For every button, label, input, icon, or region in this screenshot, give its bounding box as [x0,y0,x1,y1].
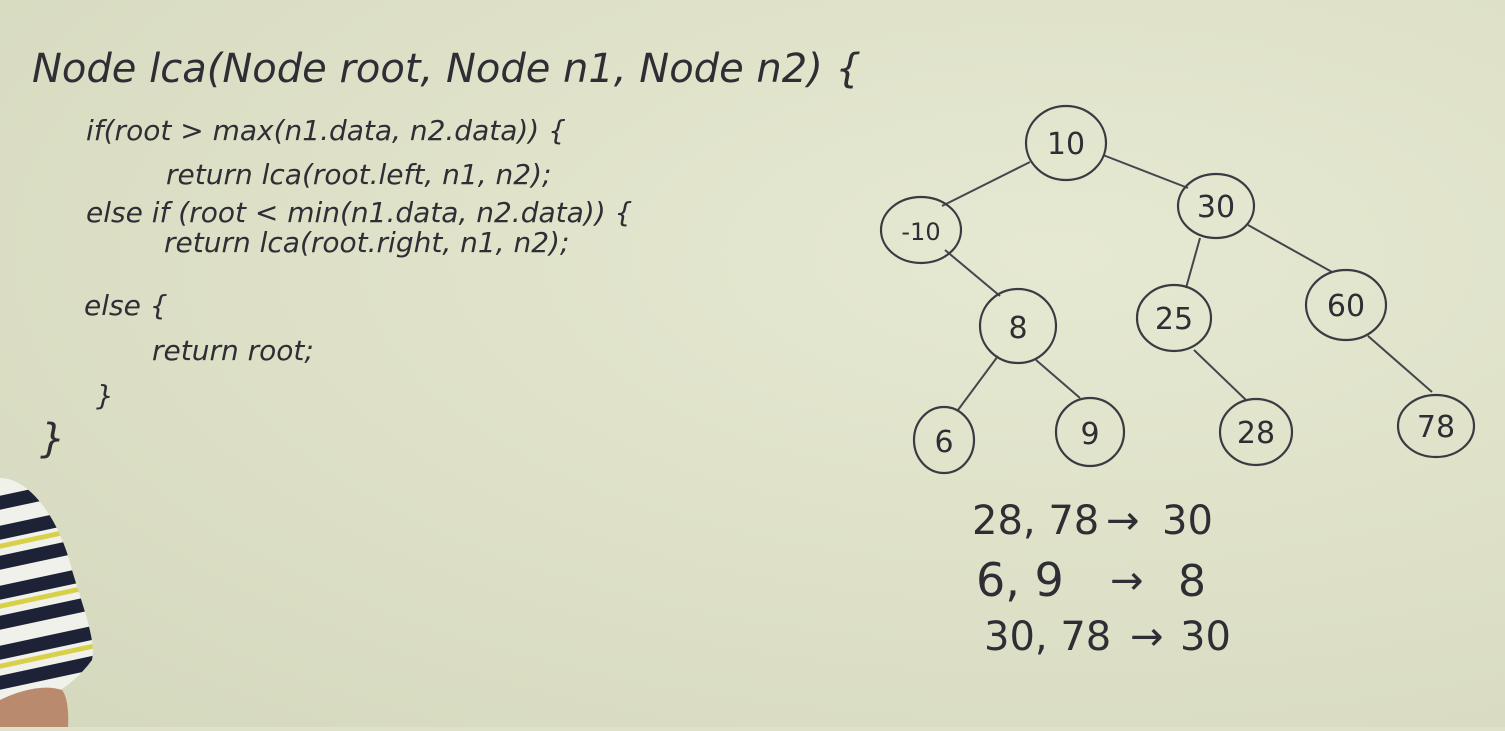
example-row: 28, 78 → 30 [972,498,1213,544]
example-pair: 28, 78 [972,498,1099,544]
tree-nodes: 10 -10 30 8 25 60 [879,104,1476,475]
tree-node-25-label: 25 [1155,302,1193,337]
example-row: 30, 78 → 30 [984,614,1231,660]
tree-node-28-label: 28 [1237,416,1275,451]
code-line-return-right: return lca(root.right, n1, n2); [164,226,569,259]
code-line-else: else { [84,289,168,322]
code-signature: Node lca(Node root, Node n1, Node n2) { [32,46,861,92]
tree-node-9: 9 [1054,396,1126,468]
code-line-if: if(root > max(n1.data, n2.data)) { [86,114,566,147]
example-result: 30 [1162,498,1213,544]
edge-30-25 [1185,237,1201,289]
tree-node-10-label: 10 [1047,127,1085,162]
tree-node-30: 30 [1176,172,1256,240]
code-line-return-left: return lca(root.left, n1, n2); [166,158,551,191]
code-line-close-function: } [40,416,65,462]
tree-node-10: 10 [1024,104,1108,182]
edge-10-30 [1102,154,1189,189]
arrow-icon: → [1106,498,1140,544]
tree-edges [941,154,1433,411]
tree-node-30-label: 30 [1197,190,1235,225]
edge-10-minus10 [941,161,1031,207]
tree-node-60: 60 [1304,268,1388,342]
code-line-return-root: return root; [152,334,314,367]
edge-8-6 [957,355,999,411]
tree-node-25: 25 [1135,283,1213,353]
tree-node-8-label: 8 [1008,311,1027,346]
code-block: Node lca(Node root, Node n1, Node n2) { … [32,46,861,462]
tree-node-78-label: 78 [1417,410,1455,445]
arrow-icon: → [1130,614,1164,660]
lca-examples: 28, 78 → 30 6, 9 → 8 30, 78 → 30 [972,498,1231,660]
tree-node-28: 28 [1218,397,1294,467]
tree-node-78: 78 [1396,393,1476,459]
code-line-close-else: } [96,379,114,412]
tree-node-6: 6 [912,405,976,475]
edge-8-9 [1035,359,1081,399]
edge-60-78 [1367,335,1433,393]
example-result: 30 [1180,614,1231,660]
example-pair: 6, 9 [976,553,1064,607]
edge-30-60 [1247,224,1333,273]
tree-node-60-label: 60 [1327,289,1365,324]
arrow-icon: → [1110,558,1144,604]
edge-minus10-8 [944,249,1001,297]
edge-25-28 [1193,349,1247,401]
tree-node-minus10: -10 [879,195,963,265]
code-line-else-if: else if (root < min(n1.data, n2.data)) { [86,196,632,229]
example-result: 8 [1178,556,1206,607]
example-pair: 30, 78 [984,614,1111,660]
tree-node-minus10-label: -10 [901,218,940,246]
tree-node-9-label: 9 [1080,417,1099,452]
tree-node-6-label: 6 [934,425,953,460]
example-row: 6, 9 → 8 [976,553,1206,607]
presenter-arm [0,478,93,727]
tree-node-8: 8 [978,287,1058,365]
